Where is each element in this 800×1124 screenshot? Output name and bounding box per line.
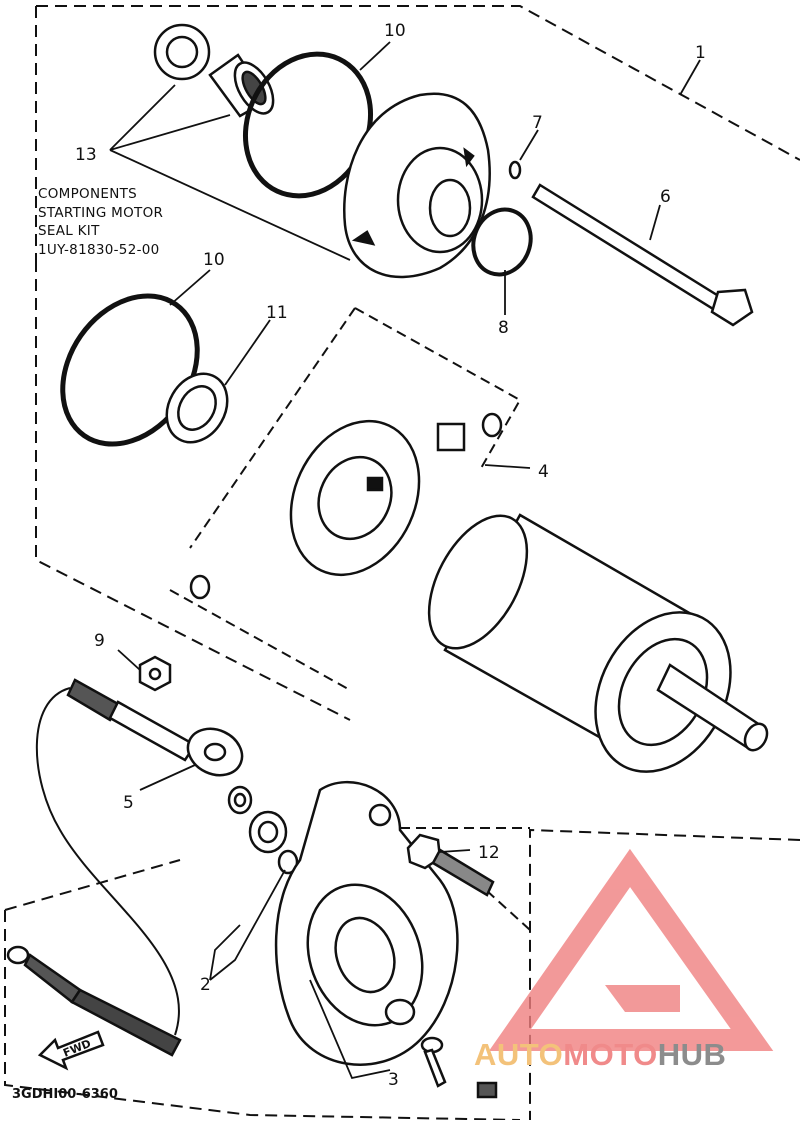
bearing: [208, 53, 275, 118]
callout-1: 1: [695, 43, 706, 63]
motor-yoke: [427, 513, 769, 773]
caption-line-4: 1UY-81830-52-00: [38, 241, 160, 258]
terminal-bolt: [420, 1036, 498, 1099]
watermark-hub: HUB: [657, 1037, 727, 1072]
watermark-text: AUTOMOTOHUB: [474, 1037, 726, 1073]
brush-spring-upper: [481, 412, 503, 438]
fwd-label: FWD: [61, 1037, 93, 1060]
lead-plug: [6, 945, 182, 1057]
cover-bolt: [406, 833, 495, 897]
callout-10-top: 10: [384, 21, 406, 41]
starter-lead: [66, 678, 244, 777]
callout-11: 11: [266, 303, 288, 323]
caption-line-3: SEAL KIT: [38, 223, 100, 239]
callout-9: 9: [94, 631, 105, 651]
drawing-code: 3GDHI00-6360: [12, 1087, 118, 1102]
callout-5: 5: [123, 793, 134, 813]
brush-assembly-box: [169, 307, 522, 691]
caption-line-1: COMPONENTS: [38, 186, 138, 202]
watermark-moto: MOTO: [563, 1037, 658, 1072]
front-cover: [343, 92, 491, 279]
small-o-ring: [508, 160, 522, 180]
fwd-arrow[interactable]: FWD: [37, 1030, 105, 1071]
thrust-washer: [165, 372, 229, 444]
callout-4: 4: [538, 462, 549, 482]
brush-block: [436, 422, 466, 452]
o-ring-small: [471, 207, 533, 277]
hex-nut: [138, 655, 172, 692]
oil-seal: [153, 23, 211, 81]
callout-8: 8: [498, 318, 509, 338]
callout-10-left: 10: [203, 250, 225, 270]
callout-12: 12: [478, 843, 500, 863]
callout-3: 3: [388, 1070, 399, 1090]
rear-cover: [274, 780, 459, 1066]
seal-kit-caption: COMPONENTS STARTING MOTOR SEAL KIT 1UY-8…: [38, 185, 163, 259]
watermark-logo: [488, 848, 774, 1051]
caption-line-2: STARTING MOTOR: [38, 204, 164, 221]
callout-13: 13: [75, 145, 97, 165]
brush-plate: [289, 419, 421, 577]
leader-lines: [109, 41, 701, 1080]
watermark-auto: AUTO: [474, 1037, 564, 1072]
assembly-outline: [4, 5, 800, 1121]
callout-2: 2: [200, 975, 211, 995]
callout-6: 6: [660, 187, 671, 207]
long-bolt: [531, 183, 754, 327]
callout-numbers: 1 2 3 4 5 6 7 8 9 10 10 11 12 13: [75, 21, 706, 1090]
insulator-washers: [227, 785, 299, 875]
lead-wire: [35, 687, 180, 1036]
brush-spring-lower: [189, 574, 211, 600]
callout-7: 7: [532, 113, 543, 133]
